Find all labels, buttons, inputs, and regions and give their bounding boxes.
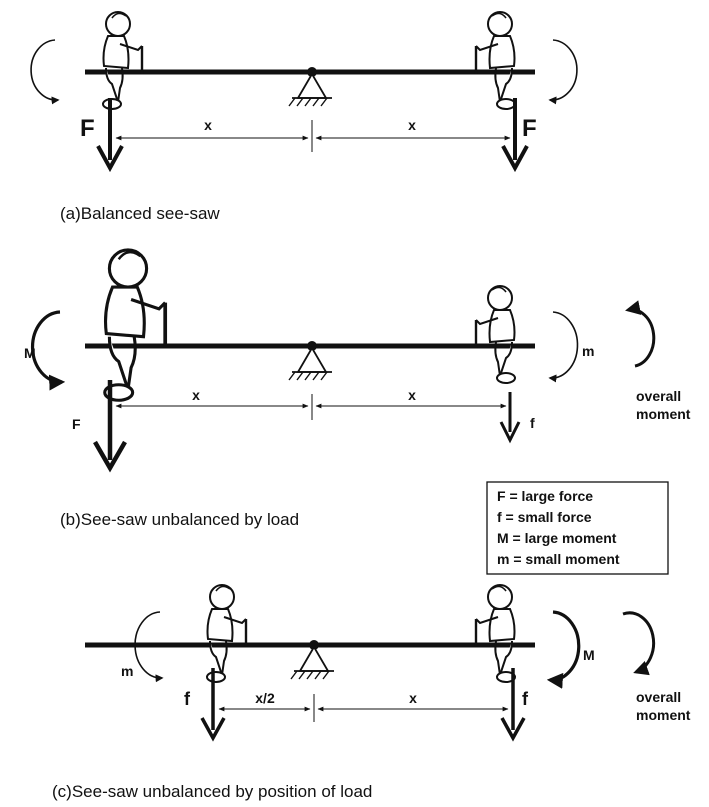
child-large-left-icon: [105, 250, 165, 400]
distance-label-right: x: [408, 117, 416, 133]
overall-moment-label-line1: overall: [636, 388, 681, 404]
legend-entry: M = large moment: [497, 530, 617, 546]
force-arrowhead-right: [500, 717, 526, 742]
distance-label-left: x: [192, 387, 200, 403]
caption-a: (a)Balanced see-saw: [60, 204, 220, 223]
moment-label-large: M: [24, 345, 36, 361]
distance-label-left: x/2: [255, 690, 275, 706]
force-label-left: F: [80, 115, 95, 142]
moment-arrow-small: [548, 311, 579, 383]
caption-b: (b)See-saw unbalanced by load: [60, 510, 299, 529]
overall-moment-label-line2: moment: [636, 707, 691, 723]
force-label-right: F: [522, 115, 537, 142]
force-arrowhead-large: [93, 440, 127, 473]
child-near-pivot-icon: [205, 583, 248, 684]
force-label-large: F: [72, 416, 81, 432]
moment-arrow-large: [30, 310, 66, 391]
moment-arrow-left: [30, 39, 60, 105]
overall-moment-label-line2: moment: [636, 406, 691, 422]
force-arrowhead-small: [499, 421, 521, 444]
distance-label-right: x: [408, 387, 416, 403]
legend-entry: f = small force: [497, 509, 592, 525]
child-right-icon: [474, 10, 517, 111]
moment-label-small: m: [121, 663, 133, 679]
caption-c: (c)See-saw unbalanced by position of loa…: [52, 782, 372, 801]
distance-label-left: x: [204, 117, 212, 133]
panel-c: m M overall moment f f x/2 x (c)See-saw …: [52, 583, 691, 801]
overall-moment-label-line1: overall: [636, 689, 681, 705]
legend-box: F = large force f = small force M = larg…: [486, 481, 669, 575]
moment-arrow-right: [548, 39, 578, 105]
moment-label-small: m: [582, 343, 594, 359]
force-label-left: f: [184, 689, 191, 709]
force-arrowhead-right: [501, 145, 529, 173]
child-left-icon: [101, 10, 144, 111]
panel-a: F F x x (a)Balanced see-saw: [30, 10, 578, 223]
force-label-right: f: [522, 689, 529, 709]
distance-label-right: x: [409, 690, 417, 706]
moment-arrow-small: [134, 611, 164, 683]
force-label-small: f: [530, 415, 535, 431]
overall-moment-arrow: [622, 611, 656, 676]
overall-moment-arrow: [625, 300, 656, 368]
legend-entry: m = small moment: [497, 551, 620, 567]
moment-arrow-large: [546, 610, 581, 689]
child-right-icon: [474, 583, 517, 684]
force-arrowhead-left: [96, 145, 124, 173]
force-arrowhead-left: [200, 717, 226, 742]
legend-entry: F = large force: [497, 488, 593, 504]
panel-b: M m overall moment F f x x (b)See-saw un…: [24, 250, 691, 529]
child-right-icon: [474, 284, 517, 385]
moment-label-large: M: [583, 647, 595, 663]
